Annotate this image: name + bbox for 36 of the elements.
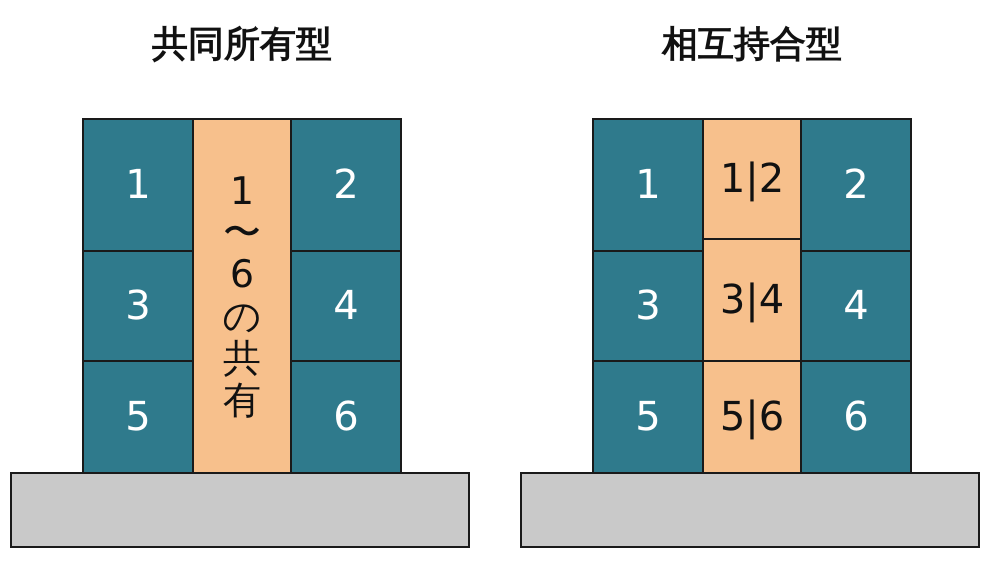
unit-cell bbox=[592, 250, 704, 362]
cell-label: 6 bbox=[843, 397, 869, 437]
unit-cell bbox=[82, 118, 194, 252]
unit-cell bbox=[290, 360, 402, 474]
cell-label: 6 bbox=[333, 397, 359, 437]
cell-label: 5 bbox=[125, 397, 151, 437]
cell-label: 3 bbox=[125, 286, 151, 326]
unit-cell bbox=[592, 118, 704, 252]
cell-label: 5|6 bbox=[720, 397, 784, 437]
shared-cell bbox=[702, 118, 802, 240]
unit-cell bbox=[82, 250, 194, 362]
ground-slab bbox=[520, 472, 980, 548]
unit-cell bbox=[82, 360, 194, 474]
cell-label: 5 bbox=[635, 397, 661, 437]
unit-cell bbox=[290, 118, 402, 252]
shared-cell bbox=[702, 360, 802, 474]
unit-cell bbox=[800, 118, 912, 252]
cell-label: 1〜6の共有 bbox=[222, 170, 262, 422]
cell-label: 3|4 bbox=[720, 280, 784, 320]
unit-cell bbox=[800, 250, 912, 362]
cell-label: 3 bbox=[635, 286, 661, 326]
cell-label: 2 bbox=[333, 165, 359, 205]
shared-cell bbox=[702, 238, 802, 362]
cell-label: 4 bbox=[843, 286, 869, 326]
cell-label: 2 bbox=[843, 165, 869, 205]
cell-label: 4 bbox=[333, 286, 359, 326]
cell-label: 1 bbox=[635, 165, 661, 205]
unit-cell bbox=[800, 360, 912, 474]
cell-label: 1|2 bbox=[720, 159, 784, 199]
cell-label: 1 bbox=[125, 165, 151, 205]
panel-heading: 相互持合型 bbox=[660, 23, 843, 67]
unit-cell bbox=[290, 250, 402, 362]
ground-slab bbox=[10, 472, 470, 548]
unit-cell bbox=[592, 360, 704, 474]
panel-heading: 共同所有型 bbox=[151, 23, 333, 67]
shared-cell bbox=[192, 118, 292, 474]
